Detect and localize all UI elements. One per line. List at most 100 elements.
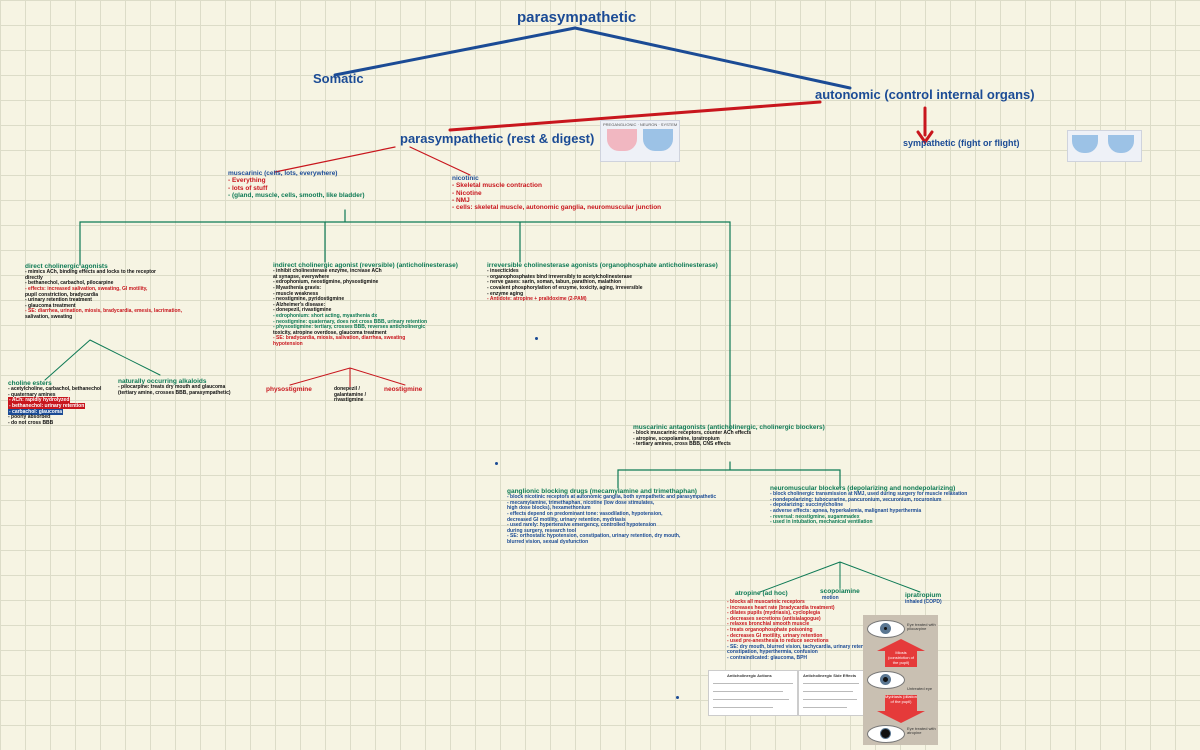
indirect-agonist-line: - edrophonium: short acting, myasthenia … <box>273 313 378 320</box>
atropine-effect: - blocks all muscarinic receptors <box>727 599 805 605</box>
miosis-label: Miosis (constriction of the pupil) <box>885 650 917 667</box>
neuromuscular-line: - nondepolarizing: tubocurarine, pancuro… <box>770 496 942 503</box>
irreversible-title: irreversible cholinesterase agonists (or… <box>487 262 718 269</box>
atropine-effect: constipation, hyperthermia, confusion <box>727 649 818 656</box>
choline-esters-line: - bethanechol: urinary retention <box>8 403 86 410</box>
atropine-effect: - contraindicated: glaucoma, BPH <box>727 654 808 661</box>
ink-dot <box>495 462 498 465</box>
atropine-effect: - decreases GI motility, urinary retenti… <box>727 632 823 639</box>
autonomic-to-parasympathetic-line <box>448 100 822 132</box>
direct-agonist-line: - effects: increased salivation, sweatin… <box>25 286 148 293</box>
parasympathetic-to-muscarinic-line <box>274 146 396 173</box>
direct-agonist-line: - mimics ACh, binding effects and locks … <box>25 269 156 276</box>
neuron-cell-shape <box>643 129 673 151</box>
atropine-effect: - decreases secretions (antisialagogue) <box>727 615 821 622</box>
muscarinic-antagonists-line: - tertiary amines, cross BBB, CNS effect… <box>633 441 731 448</box>
table2-title: Anticholinergic Side Effects <box>803 673 857 678</box>
table-rule <box>713 699 789 700</box>
indirect-agonist-line: - physostigmine: tertiary, crosses BBB, … <box>273 324 426 331</box>
irreversible-line: - enzyme aging <box>487 290 524 297</box>
nicotinic-line: - NMJ <box>452 196 470 204</box>
eye-untreated-icon <box>867 671 905 689</box>
indirect-drug-neostigmine: neostigmine <box>384 386 423 393</box>
neuromuscular-line: - depolarizing: succinylcholine <box>770 502 844 509</box>
choline-esters-line: - do not cross BBB <box>8 419 54 426</box>
parasympathetic-to-nicotinic-line <box>409 146 471 176</box>
atropine-effects-list: - blocks all muscarinic receptors - incr… <box>727 599 875 662</box>
muscarinic-antagonists-title: muscarinic antagonists (anticholinergic,… <box>633 424 825 431</box>
muscarinic-antagonists-card: muscarinic antagonists (anticholinergic,… <box>633 424 825 448</box>
eye-atropine-icon <box>867 725 905 743</box>
table-rule <box>803 691 853 692</box>
atropine-effect: - relaxes bronchial smooth muscle <box>727 621 810 628</box>
indirect-agonist-line: - donepezil, rivastigmine <box>273 307 332 314</box>
indirect-drug-physostigmine: physostigmine <box>266 386 312 393</box>
map-title: parasympathetic <box>517 9 637 26</box>
direct-agonist-line: - SE: diarrhea, urination, miosis, brady… <box>25 308 182 315</box>
indirect-agonist-line: hypotension <box>273 340 303 347</box>
indirect-agonist-line: - inhibit cholinesterase enzyme, increas… <box>273 268 382 275</box>
muscarinic-line: - (gland, muscle, cells, smooth, like bl… <box>228 191 365 199</box>
neuron-cell-shape <box>1072 135 1098 153</box>
neuromuscular-line: - block cholinergic transmission at NMJ,… <box>770 491 968 498</box>
indirect-agonist-card: indirect cholinergic agonist (reversible… <box>273 262 458 348</box>
ganglionic-line: decreased GI motility, urinary retention… <box>507 516 626 523</box>
nicotinic-line: - Skeletal muscle contraction <box>452 182 542 190</box>
direct-agonist-line: - bethanechol, carbachol, pilocarpine <box>25 280 114 287</box>
atropine-label: atropine (ad hoc) <box>735 590 788 597</box>
indirect-agonist-line: - edrophonium, neostigmine, physostigmin… <box>273 279 379 286</box>
table-rule <box>713 683 793 684</box>
parasympathetic-node: parasympathetic (rest & digest) <box>400 131 595 146</box>
irreversible-line: - nerve gases: sarin, soman, tabun, para… <box>487 279 622 286</box>
natural-alkaloids-line: - pilocarpine: treats dry mouth and glau… <box>118 384 226 391</box>
autonomic-node: autonomic (control internal organs) <box>815 87 1035 102</box>
indirect-drug-donepezil: donepezil / galantamine / rivastigmine <box>334 386 366 404</box>
eye-mid-caption: Untreated eye <box>907 686 933 691</box>
sympathetic-node: sympathetic (fight or flight) <box>903 138 1020 148</box>
natural-alkaloids-line: (tertiary amine, crosses BBB, parasympat… <box>118 389 231 396</box>
table-rule <box>803 707 847 708</box>
title-to-somatic-line <box>333 26 577 77</box>
ganglionic-line: - used rarely: hypertensive emergency, c… <box>507 522 657 529</box>
indirect-agonist-line: - Alzheimer's disease: <box>273 301 326 308</box>
scopolamine-label: scopolamine <box>820 588 860 595</box>
nicotinic-line: - Nicotine <box>452 189 482 197</box>
natural-alkaloids-card: naturally occurring alkaloids - pilocarp… <box>118 378 231 396</box>
atropine-branch-line <box>759 561 921 593</box>
neuromuscular-blockers-card: neuromuscular blockers (depolarizing and… <box>770 485 967 526</box>
neuromuscular-line: - used in intubation, mechanical ventila… <box>770 519 873 526</box>
irreversible-line: - covalent phosphorylation of enzyme, to… <box>487 285 643 292</box>
choline-esters-line: - carbachol: glaucoma <box>8 408 64 415</box>
choline-esters-card: choline esters - acetylcholine, carbacho… <box>8 380 101 426</box>
indirect-agonist-title: indirect cholinergic agonist (reversible… <box>273 262 458 269</box>
ganglionic-line: - effects depend on predominant tone: va… <box>507 511 663 518</box>
eye-bottom-caption: Eye treated with atropine <box>907 726 936 736</box>
ganglionic-title: ganglionic blocking drugs (mecamylamine … <box>507 488 697 495</box>
eye-pilocarpine-icon <box>867 620 905 638</box>
ink-dot <box>535 337 538 340</box>
irreversible-line: - Antidote: atropine + pralidoxime (2-PA… <box>487 296 587 303</box>
atropine-effect: - dilates pupils (mydriasis), cycloplegi… <box>727 610 821 617</box>
eye-top-caption: Eye treated with pilocarpine <box>907 622 936 632</box>
direct-agonist-line: directly <box>25 274 43 281</box>
ipratropium-sub: inhaled (COPD) <box>905 599 942 605</box>
atropine-effect: - treats organophosphate poisoning <box>727 626 813 633</box>
indirect-agonist-line: - SE: bradycardia, miosis, salivation, d… <box>273 335 406 342</box>
parasympathetic-diagram-caption: PREGANGLIONIC · NEURON · SYSTEM <box>603 122 678 127</box>
neuron-cell-shape <box>607 129 637 151</box>
title-to-autonomic-line <box>573 26 852 90</box>
ink-dot <box>676 696 679 699</box>
arrow-up-icon <box>877 639 925 651</box>
neuromuscular-line: - reversal: neostigmine, sugammadex <box>770 513 860 520</box>
direct-agonist-line: - urinary retention treatment <box>25 297 92 304</box>
nicotinic-line: - cells: skeletal muscle, autonomic gang… <box>452 204 662 212</box>
choline-esters-line: - acetylcholine, carbachol, bethanechol <box>8 386 102 393</box>
pupil-comparison-image: Eye treated with pilocarpine Miosis (con… <box>863 615 938 745</box>
parasympathetic-diagram-image: PREGANGLIONIC · NEURON · SYSTEM <box>600 120 680 162</box>
nicotinic-card: nicotinic - Skeletal muscle contraction … <box>452 175 661 211</box>
direct-agonist-card: direct cholinergic agonists - mimics ACh… <box>25 263 182 321</box>
muscarinic-antagonists-line: - block muscarinic receptors, counter AC… <box>633 430 752 437</box>
muscarinic-antagonists-line: - atropine, scopolamine, ipratropium <box>633 435 720 442</box>
ganglionic-line: - mecamylamine, trimethaphan, nicotine (… <box>507 499 655 506</box>
